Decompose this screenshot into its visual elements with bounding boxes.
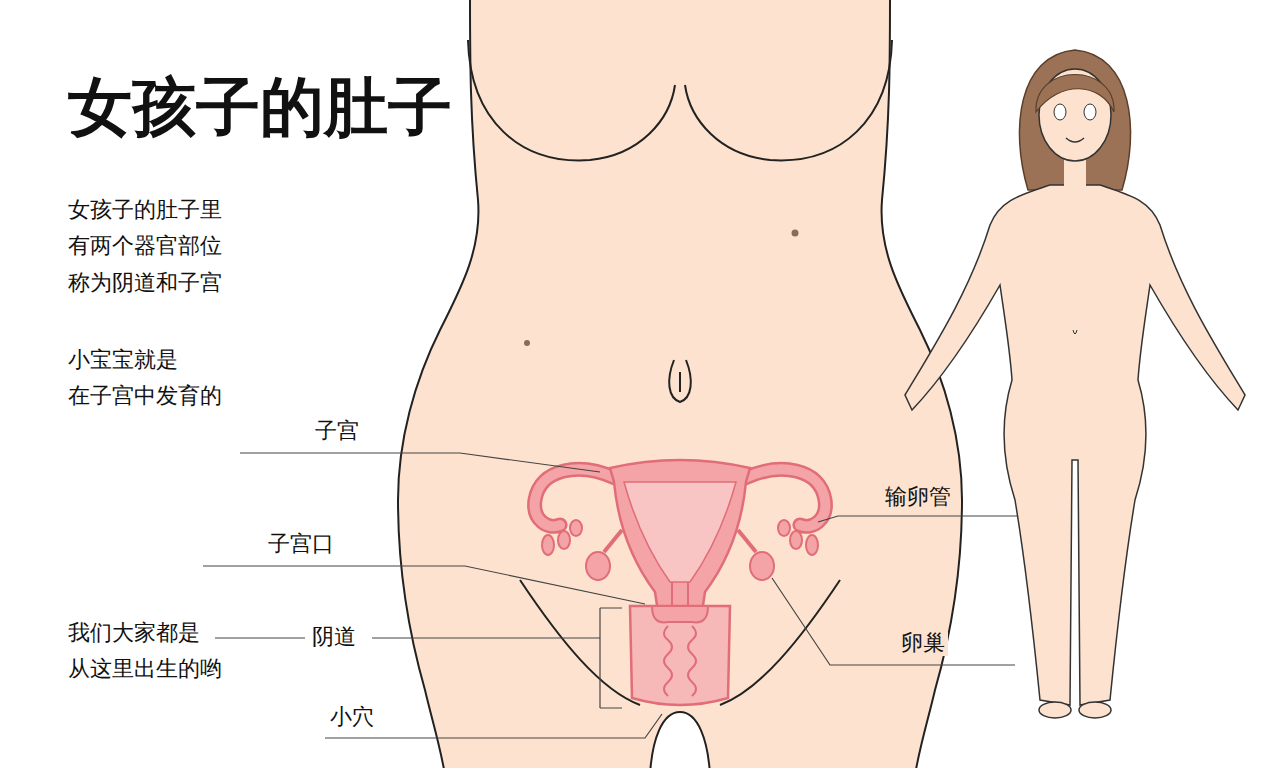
navel	[669, 360, 691, 402]
uterine-cavity	[624, 482, 736, 582]
cervix	[652, 606, 708, 622]
hip-line	[720, 580, 840, 705]
part-label: 阴道	[312, 624, 356, 650]
part-label: 子宫口	[268, 531, 334, 557]
mole	[792, 230, 799, 237]
part-label: 子宫	[315, 418, 359, 444]
part-label: 小穴	[330, 704, 374, 730]
diagram-title: 女孩子的肚子	[68, 72, 452, 142]
vagina	[630, 606, 730, 705]
vaginal-wall	[664, 626, 696, 696]
part-label: 卵巢	[898, 630, 948, 656]
breast-curve	[468, 40, 675, 160]
mole	[524, 340, 530, 346]
breast-curve	[685, 40, 892, 160]
note-text: 女孩子的肚子里 有两个器官部位 称为阴道和子宫	[68, 192, 235, 301]
note-text: 我们大家都是 从这里出生的哟	[68, 615, 235, 688]
torso-outline	[398, 0, 962, 768]
uterus	[610, 460, 750, 612]
small-figure	[905, 50, 1245, 718]
part-label: 输卵管	[882, 484, 954, 510]
leader-line	[203, 453, 1020, 738]
note-text: 小宝宝就是 在子宫中发育的	[68, 342, 235, 415]
thigh-gap	[650, 712, 710, 768]
